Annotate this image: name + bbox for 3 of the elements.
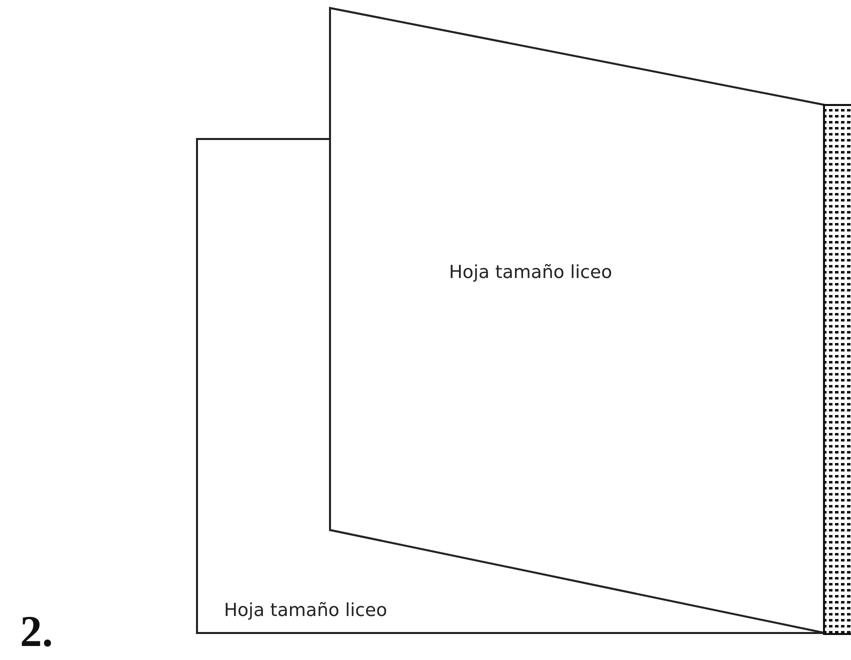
sheet-label: Hoja tamaño liceo (224, 600, 388, 621)
sheet-label: Hoja tamaño liceo (449, 262, 612, 283)
figure-number: 2. (20, 606, 53, 657)
